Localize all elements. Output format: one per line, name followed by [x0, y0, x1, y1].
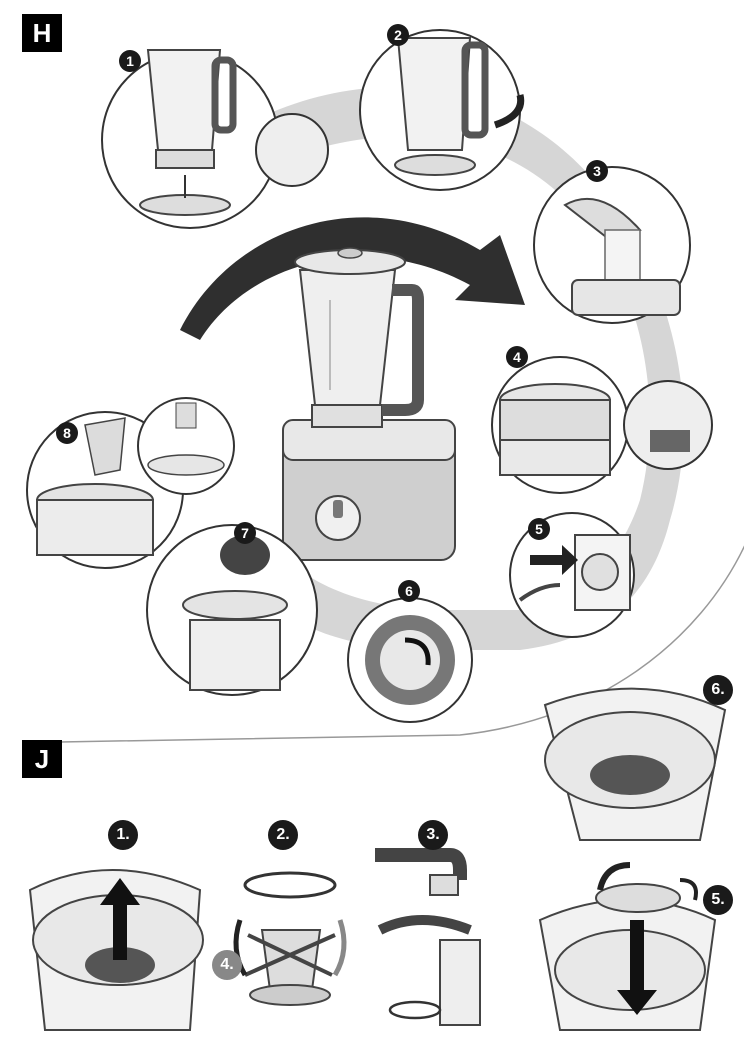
j-step-2-badge: 2.	[268, 820, 298, 850]
step-2-circle	[359, 29, 525, 191]
j-step-5-bowl	[538, 862, 717, 1031]
step-8-circle	[26, 397, 235, 569]
j-step-4-badge: 4.	[212, 950, 242, 980]
step-5-circle	[509, 512, 635, 638]
step-7-circle	[146, 524, 318, 696]
h-step-3-badge: 3	[586, 160, 608, 182]
j-step-1-badge: 1.	[108, 820, 138, 850]
step-1-circle	[101, 49, 329, 229]
h-step-6-badge: 6	[398, 580, 420, 602]
step-4-circle	[491, 356, 713, 494]
j-step-5-badge: 5.	[703, 885, 733, 915]
section-j-label: J	[22, 740, 62, 778]
section-h-label: H	[22, 14, 62, 52]
j-step-6-bowl	[543, 687, 727, 841]
j-step-3-badge: 3.	[418, 820, 448, 850]
j-step-1-bowl	[28, 869, 204, 1031]
step-3-circle	[533, 166, 691, 324]
h-step-5-badge: 5	[528, 518, 550, 540]
up-arrow-icon	[100, 878, 140, 960]
rotate-arrow-icon	[493, 94, 525, 129]
rotation-arrow-icon	[180, 217, 525, 340]
h-step-2-badge: 2	[387, 24, 409, 46]
j-step-2-blade	[233, 871, 347, 1006]
section-separator	[59, 545, 744, 743]
step-6-circle	[347, 597, 473, 723]
h-step-8-badge: 8	[56, 422, 78, 444]
h-step-4-badge: 4	[506, 346, 528, 368]
j-step-6-badge: 6.	[703, 675, 733, 705]
h-step-7-badge: 7	[234, 522, 256, 544]
down-arrow-icon	[617, 920, 657, 1015]
h-step-1-badge: 1	[119, 50, 141, 72]
j-step-3-rinse	[375, 848, 481, 1026]
food-processor-illustration	[282, 247, 456, 561]
plug-arrow-icon	[530, 545, 578, 575]
turn-arrow-icon	[404, 637, 431, 666]
